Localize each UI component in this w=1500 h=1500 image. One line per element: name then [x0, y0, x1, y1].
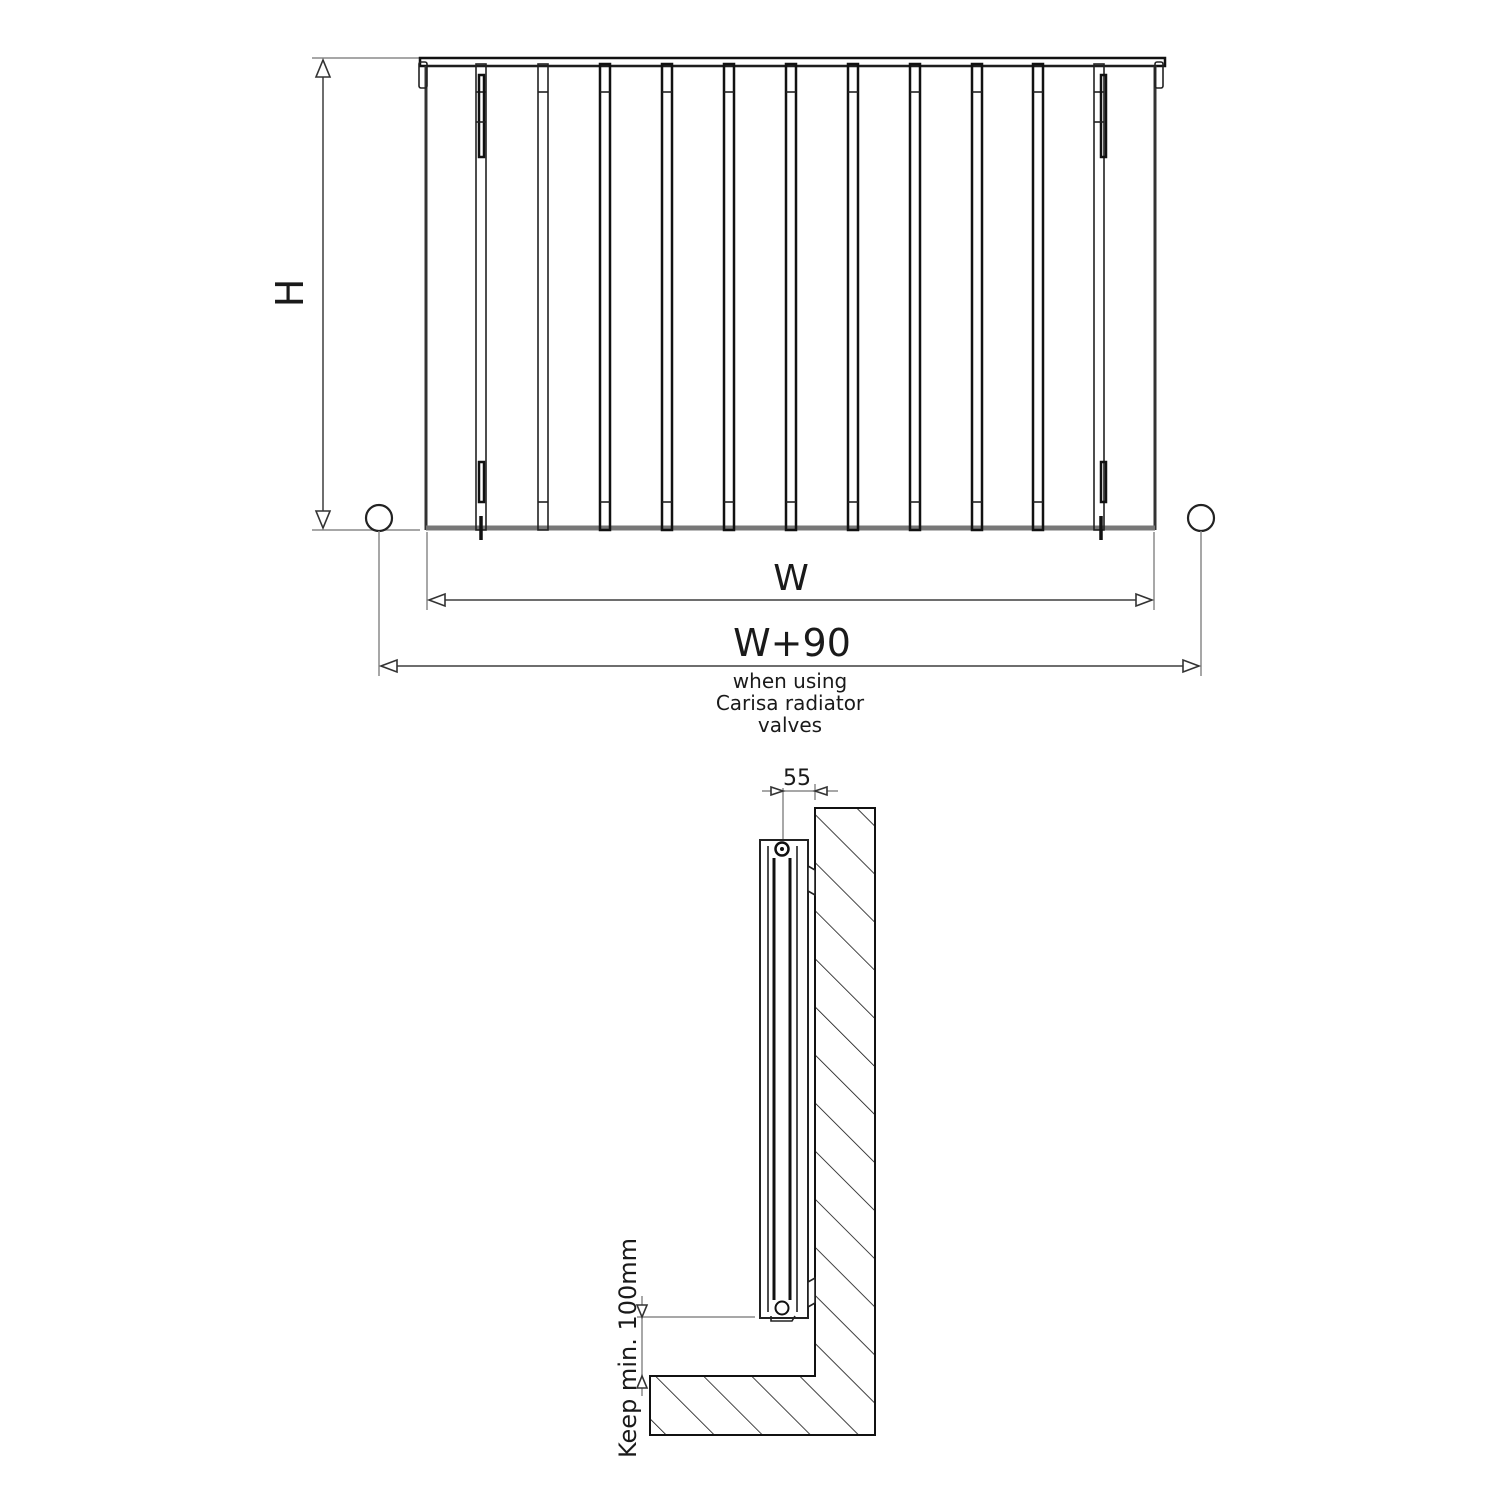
radiator-front — [418, 56, 1167, 540]
floor-clearance-dimension: Keep min. 100mm — [614, 1238, 755, 1458]
valve-note-line-2: Carisa radiator — [716, 691, 865, 715]
radiator-side-profile — [759, 839, 816, 1322]
depth-label: 55 — [783, 766, 811, 791]
arrow-down-icon — [314, 510, 332, 531]
width-dimension: W — [426, 532, 1155, 610]
front-view: H — [268, 56, 1216, 737]
arrow-down-icon — [635, 1304, 649, 1320]
arrow-up-icon — [314, 57, 332, 78]
overall-width-dimension: W+90 when using Carisa radiator valves — [378, 531, 1202, 737]
side-view: 55 Keep min. 100mm — [614, 766, 876, 1458]
arrow-left-icon — [378, 658, 398, 674]
top-wall-bracket — [807, 864, 816, 897]
arrow-left-icon — [426, 592, 446, 608]
overall-width-label: W+90 — [733, 621, 851, 665]
column-gaps — [475, 62, 1105, 532]
left-wall-bracket — [476, 73, 486, 540]
bottom-pipe-icon — [774, 1300, 790, 1316]
arrow-right-icon — [1182, 658, 1202, 674]
height-dimension: H — [268, 57, 420, 531]
height-label: H — [268, 279, 312, 308]
arrow-up-icon — [635, 1373, 649, 1389]
depth-dimension: 55 — [762, 766, 838, 848]
width-label: W — [773, 558, 809, 599]
wall-floor-section — [649, 807, 876, 1436]
right-valve-icon — [1186, 503, 1216, 533]
valve-note-line-1: when using — [733, 669, 847, 693]
left-top-bracket — [418, 61, 428, 89]
right-top-bracket — [1154, 61, 1164, 89]
floor-clearance-label: Keep min. 100mm — [614, 1238, 642, 1458]
valve-note-line-3: valves — [758, 713, 822, 737]
left-valve-icon — [364, 503, 394, 533]
bottom-wall-bracket — [807, 1276, 816, 1309]
arrow-right-icon — [1135, 592, 1155, 608]
arrow-left-icon — [812, 785, 828, 797]
right-wall-bracket — [1094, 73, 1108, 540]
arrow-right-icon — [770, 785, 786, 797]
